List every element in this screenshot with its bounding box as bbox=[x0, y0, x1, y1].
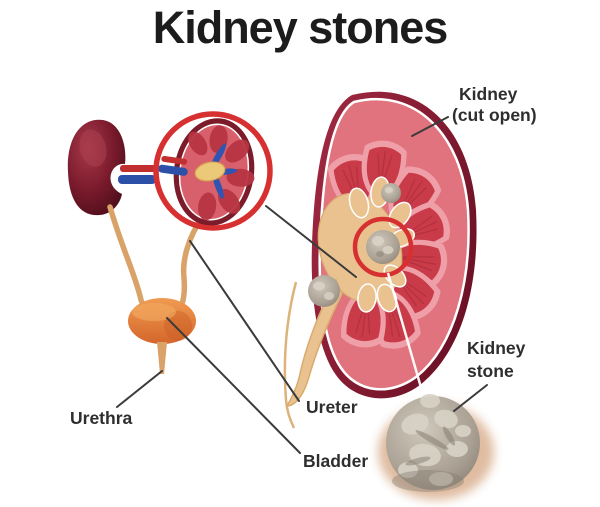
label-kidney-stone-line1: Kidney bbox=[467, 338, 526, 358]
stone-shadow bbox=[392, 470, 464, 492]
kidney-highlight bbox=[79, 129, 107, 167]
label-bladder: Bladder bbox=[303, 451, 368, 471]
ureter-funnel bbox=[285, 278, 343, 407]
pointer-lines bbox=[116, 116, 488, 454]
kidney-stones-inside bbox=[308, 183, 401, 307]
small-kidney-pyramids bbox=[188, 125, 255, 221]
highlight-circle-small-kidney bbox=[153, 111, 273, 231]
calyces bbox=[348, 176, 416, 313]
urethra-tube bbox=[157, 342, 167, 374]
highlight-circle-stone bbox=[352, 216, 414, 278]
page-title: Kidney stones bbox=[152, 2, 449, 53]
ureter-left-tube bbox=[107, 204, 146, 308]
left-kidney bbox=[67, 119, 126, 216]
label-kidney-stone-line2: stone bbox=[467, 361, 514, 381]
label-urethra: Urethra bbox=[70, 408, 133, 428]
renal-vein-left-icon bbox=[118, 175, 156, 184]
kidney-stone-closeup bbox=[378, 394, 494, 500]
pointer-line-kidney-cut-open bbox=[411, 116, 449, 137]
renal-artery-left-icon bbox=[120, 165, 156, 172]
pointer-line-kidney-stone bbox=[453, 384, 488, 412]
pointer-line-circle-to-kidney bbox=[265, 205, 357, 278]
label-kidney-cut-open-line1: Kidney bbox=[459, 84, 518, 104]
label-ureter: Ureter bbox=[306, 397, 358, 417]
stone-texture-light bbox=[398, 394, 471, 486]
urinary-system-diagram bbox=[67, 111, 273, 374]
bladder-shape bbox=[128, 298, 196, 344]
label-kidney-cut-open-line2: (cut open) bbox=[452, 105, 537, 125]
pointer-line-bladder bbox=[166, 317, 301, 454]
big-cut-open-kidney bbox=[283, 91, 477, 429]
stone-texture-dark bbox=[405, 426, 456, 466]
pointer-line-ureter bbox=[189, 240, 300, 402]
small-cut-open-kidney bbox=[157, 118, 255, 226]
stone-connector-line bbox=[386, 272, 426, 399]
small-kidney-pelvis bbox=[194, 161, 226, 182]
circled-stone bbox=[366, 230, 400, 264]
ureter-right-tube bbox=[179, 213, 206, 307]
pointer-line-urethra bbox=[116, 370, 163, 408]
